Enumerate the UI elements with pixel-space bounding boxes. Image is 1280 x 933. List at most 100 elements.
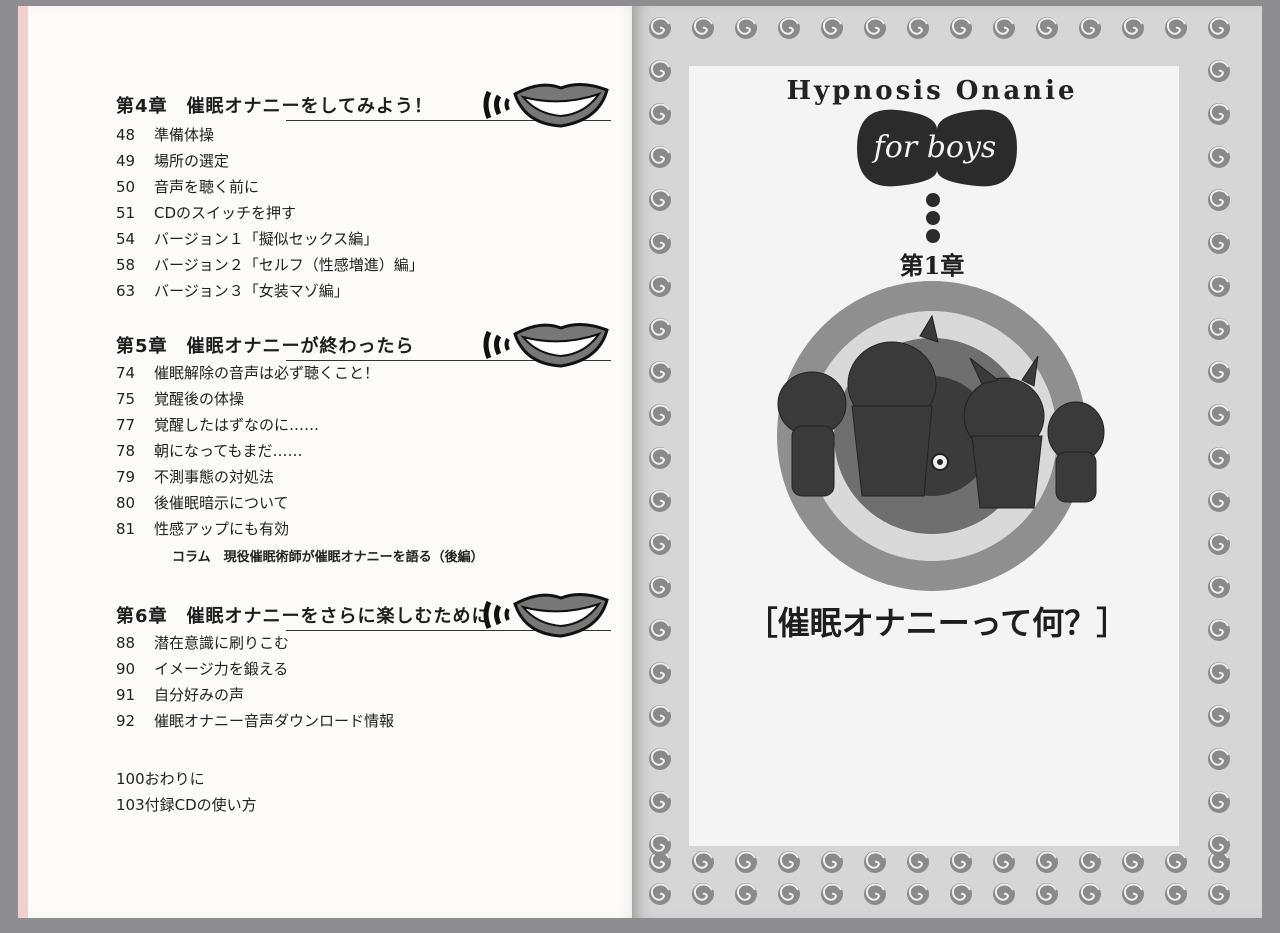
- chapter-heading: ［催眠オナニーって何？］: [745, 604, 1129, 642]
- spiral-icon: [1207, 317, 1231, 341]
- spiral-icon: [1121, 850, 1145, 874]
- cover-subtitle: for boys: [873, 130, 997, 165]
- spiral-icon: [1035, 850, 1059, 874]
- spiral-icon: [648, 360, 672, 384]
- spiral-icon: [992, 850, 1016, 874]
- spiral-icon: [734, 850, 758, 874]
- spiral-icon: [1207, 747, 1231, 771]
- spiral-icon: [992, 882, 1016, 906]
- spiral-icon: [1207, 532, 1231, 556]
- spiral-icon: [1121, 16, 1145, 40]
- spiral-icon: [777, 850, 801, 874]
- chapter-title: 第5章 催眠オナニーが終わったら: [116, 336, 415, 357]
- spiral-icon: [863, 882, 887, 906]
- spiral-icon: [863, 16, 887, 40]
- hypnosis-ring-illustration: [777, 281, 1105, 591]
- spiral-icon: [1207, 575, 1231, 599]
- spiral-icon: [648, 833, 672, 857]
- chapter-title: 第4章 催眠オナニーをしてみよう！: [116, 96, 433, 117]
- cover-title: Hypnosis Onanie: [786, 76, 1078, 106]
- spiral-icon: [734, 16, 758, 40]
- spiral-icon: [648, 532, 672, 556]
- lips-sound-icon: [483, 593, 609, 638]
- spiral-icon: [648, 882, 672, 906]
- spiral-icon: [820, 16, 844, 40]
- spiral-icon: [648, 489, 672, 513]
- spiral-icon: [648, 704, 672, 728]
- spiral-icon: [1207, 102, 1231, 126]
- spiral-icon: [1207, 882, 1231, 906]
- spiral-icon: [648, 790, 672, 814]
- chapter-4-heading: 第4章 催眠オナニーをしてみよう！: [116, 78, 616, 130]
- spiral-icon: [1078, 850, 1102, 874]
- spiral-icon: [648, 145, 672, 169]
- spiral-icon: [691, 882, 715, 906]
- lips-sound-icon: [483, 323, 609, 368]
- spiral-icon: [1207, 360, 1231, 384]
- spiral-icon: [1035, 16, 1059, 40]
- right-page-chapter-cover: Hypnosis Onanie for boys 第1章: [632, 6, 1262, 918]
- spiral-icon: [648, 59, 672, 83]
- spiral-icon: [1207, 618, 1231, 642]
- toc-entry[interactable]: 100おわりに: [116, 770, 205, 788]
- spiral-icon: [1078, 16, 1102, 40]
- spiral-icon: [1207, 489, 1231, 513]
- spiral-icon: [1164, 850, 1188, 874]
- spiral-icon: [648, 575, 672, 599]
- cover-chapter-label: 第1章: [899, 251, 965, 280]
- chapter-5-heading: 第5章 催眠オナニーが終わったら: [116, 318, 616, 370]
- spiral-icon: [1207, 145, 1231, 169]
- spiral-icon: [1207, 231, 1231, 255]
- chapter-6-heading: 第6章 催眠オナニーをさらに楽しむために: [116, 588, 616, 640]
- spiral-icon: [648, 747, 672, 771]
- chapter-title: 第6章 催眠オナニーをさらに楽しむために: [116, 606, 491, 627]
- spiral-icon: [648, 403, 672, 427]
- toc-entry[interactable]: 103付録CDの使い方: [116, 796, 257, 814]
- spiral-icon: [777, 16, 801, 40]
- spiral-icon: [906, 882, 930, 906]
- spiral-icon: [1207, 59, 1231, 83]
- column-entry[interactable]: コラム 現役催眠術師が催眠オナニーを語る（後編）: [172, 550, 484, 565]
- spiral-icon: [648, 188, 672, 212]
- spiral-icon: [1207, 790, 1231, 814]
- spiral-icon: [1207, 661, 1231, 685]
- spiral-icon: [1207, 16, 1231, 40]
- spiral-icon: [949, 882, 973, 906]
- spiral-icon: [691, 850, 715, 874]
- spiral-icon: [648, 102, 672, 126]
- spiral-icon: [648, 618, 672, 642]
- lips-sound-icon: [483, 83, 609, 128]
- spiral-icon: [1035, 882, 1059, 906]
- spiral-icon: [648, 317, 672, 341]
- spiral-icon: [648, 446, 672, 470]
- spiral-icon: [906, 850, 930, 874]
- spiral-icon: [863, 850, 887, 874]
- chapter-rule: [286, 360, 611, 361]
- character-silhouettes: [777, 314, 1105, 509]
- chapter-rule: [286, 120, 611, 121]
- spiral-icon: [1078, 882, 1102, 906]
- spiral-icon: [906, 16, 930, 40]
- spiral-icon: [1121, 882, 1145, 906]
